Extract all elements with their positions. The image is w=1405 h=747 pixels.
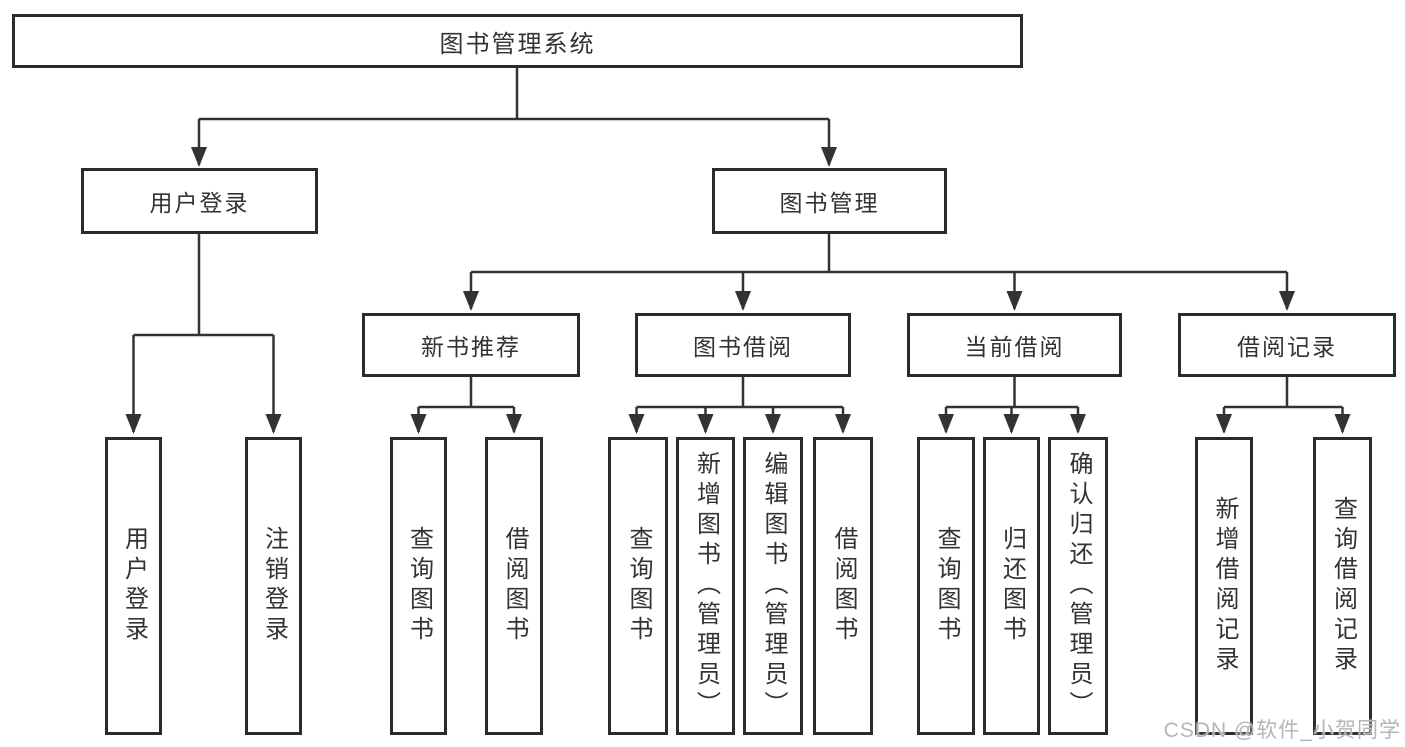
node-label: 查询图书 bbox=[933, 526, 960, 646]
node-label: 查询借阅记录 bbox=[1329, 496, 1357, 676]
leaf-add-book-admin: 新增图书（管理员） bbox=[676, 437, 735, 735]
node-label: 查询图书 bbox=[405, 526, 433, 646]
leaf-query-books-recommend: 查询图书 bbox=[390, 437, 447, 735]
node-current-borrowing: 当前借阅 bbox=[907, 313, 1122, 377]
leaf-add-borrow-record: 新增借阅记录 bbox=[1195, 437, 1253, 735]
leaf-query-books-borrowing: 查询图书 bbox=[608, 437, 668, 735]
node-label: 借阅图书 bbox=[830, 526, 857, 646]
node-borrow-records: 借阅记录 bbox=[1178, 313, 1396, 377]
node-label: 注销登录 bbox=[260, 526, 288, 646]
leaf-edit-book-admin: 编辑图书（管理员） bbox=[743, 437, 803, 735]
node-label: 当前借阅 bbox=[964, 334, 1065, 360]
node-label: 图书管理系统 bbox=[439, 30, 596, 58]
node-book-borrowing: 图书借阅 bbox=[635, 313, 851, 377]
node-new-book-recommend: 新书推荐 bbox=[362, 313, 580, 377]
leaf-borrow-books-borrowing: 借阅图书 bbox=[813, 437, 873, 735]
node-label: 图书管理 bbox=[779, 190, 880, 216]
node-label: 借阅记录 bbox=[1237, 334, 1337, 360]
node-label: 归还图书 bbox=[998, 526, 1026, 646]
node-label: 用户登录 bbox=[149, 190, 250, 216]
node-label: 新增图书（管理员） bbox=[692, 451, 720, 721]
node-label: 编辑图书（管理员） bbox=[760, 451, 787, 721]
leaf-borrow-books-recommend: 借阅图书 bbox=[485, 437, 543, 735]
leaf-query-borrow-record: 查询借阅记录 bbox=[1313, 437, 1372, 735]
csdn-watermark: CSDN @软件_小贺同学 bbox=[1163, 719, 1401, 742]
node-user-login: 用户登录 bbox=[81, 168, 318, 234]
node-label: 用户登录 bbox=[120, 526, 148, 646]
leaf-query-books-current: 查询图书 bbox=[917, 437, 975, 735]
node-label: 查询图书 bbox=[625, 526, 652, 646]
node-label: 借阅图书 bbox=[501, 526, 528, 646]
leaf-logout: 注销登录 bbox=[245, 437, 302, 735]
node-label: 图书借阅 bbox=[693, 334, 793, 360]
leaf-return-book: 归还图书 bbox=[983, 437, 1040, 735]
leaf-confirm-return-admin: 确认归还（管理员） bbox=[1048, 437, 1108, 735]
node-label: 确认归还（管理员） bbox=[1065, 451, 1092, 721]
node-label: 新书推荐 bbox=[421, 334, 521, 360]
node-library-system: 图书管理系统 bbox=[12, 14, 1023, 68]
leaf-user-login: 用户登录 bbox=[105, 437, 162, 735]
node-book-management: 图书管理 bbox=[712, 168, 947, 234]
node-label: 新增借阅记录 bbox=[1211, 496, 1238, 676]
